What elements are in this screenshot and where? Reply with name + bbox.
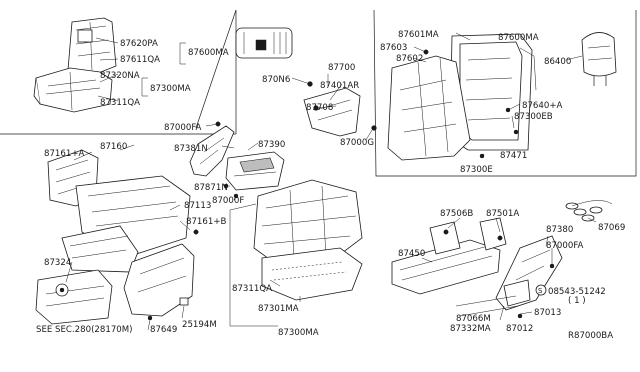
callout-87401AR: 87401AR: [320, 81, 359, 91]
callout-87000FA-left: 87000FA: [164, 123, 201, 133]
seat-frame: [47, 149, 199, 273]
callout-87300MA-left: 87300MA: [150, 84, 191, 94]
callout-87611QA: 87611QA: [120, 55, 160, 65]
center-console-tray: [223, 151, 285, 199]
callout-87161A: 87161+A: [44, 149, 85, 159]
callout-87000G: 87000G: [340, 138, 374, 148]
wire-harness: [565, 200, 613, 222]
screw-symbol: S: [535, 284, 547, 296]
callout-87471: 87471: [500, 151, 527, 161]
callout-87390: 87390: [258, 140, 285, 150]
callout-87069: 87069: [598, 223, 625, 233]
callout-87160: 87160: [100, 142, 127, 152]
callout-87871N: 87871N: [194, 183, 228, 193]
headrest: [581, 32, 617, 86]
callout-87300MA-bottom: 87300MA: [278, 328, 319, 338]
callout-87300E: 87300E: [460, 165, 493, 175]
seat-motor: [35, 269, 113, 325]
callout-87300EB: 87300EB: [514, 112, 553, 122]
callout-87700: 87700: [328, 63, 355, 73]
callout-87380: 87380: [546, 225, 573, 235]
callout-87649: 87649: [150, 325, 177, 335]
callout-87324: 87324: [44, 258, 71, 268]
callout-87013: 87013: [534, 308, 561, 318]
callout-87000FA-right: 87000FA: [546, 241, 583, 251]
callout-87311QA-left: 87311QA: [100, 98, 140, 108]
callout-87620PA: 87620PA: [120, 39, 158, 49]
callout-87301MA: 87301MA: [258, 304, 299, 314]
callout-87603: 87603: [380, 43, 407, 53]
callout-87602: 87602: [396, 54, 423, 64]
callout-87320NA: 87320NA: [100, 71, 140, 81]
callout-870N6: 870N6: [262, 75, 290, 85]
callout-87311QA-center: 87311QA: [232, 284, 272, 294]
callout-87506B: 87506B: [440, 209, 473, 219]
callout-08543-51242: 08543-51242: [548, 287, 606, 297]
callout-87381N: 87381N: [174, 144, 208, 154]
seat-back-cushion: [387, 55, 471, 161]
callout-labels: 87620PA 87611QA 87600MA 87320NA 87300MA …: [36, 30, 625, 341]
svg-text:S: S: [538, 287, 543, 295]
recliner-lever: [189, 121, 235, 177]
callout-87708: 87708: [306, 103, 333, 113]
diagram-code: R87000BA: [568, 331, 613, 341]
callout-87000F: 87000F: [212, 196, 244, 206]
callout-87450: 87450: [398, 249, 425, 259]
callout-87600MA-right: 87600MA: [498, 33, 539, 43]
seat-side-cover: [123, 243, 195, 321]
callout-87501A: 87501A: [486, 209, 519, 219]
leader-lines: [65, 32, 597, 331]
callout-87600MA-left: 87600MA: [188, 48, 229, 58]
callout-86400: 86400: [544, 57, 571, 67]
callout-87161B: 87161+B: [186, 217, 227, 227]
callout-see-section: SEE SEC.280(28170M): [36, 325, 133, 335]
callout-87601MA: 87601MA: [398, 30, 439, 40]
callout-87640A: 87640+A: [522, 101, 563, 111]
callout-87113: 87113: [184, 201, 211, 211]
panel-dividers: [0, 9, 637, 177]
callout-87066M: 87066M: [456, 314, 491, 324]
switch-panel: [235, 27, 293, 59]
callout-87012: 87012: [506, 324, 533, 334]
seat-cushion: [253, 179, 363, 301]
slide-rail: [391, 217, 507, 295]
callout-qty-1: ( 1 ): [568, 296, 586, 306]
callout-25194M: 25194M: [182, 320, 217, 330]
armrest: [303, 81, 377, 137]
side-shield: [455, 235, 563, 319]
callout-87332MA: 87332MA: [450, 324, 491, 334]
